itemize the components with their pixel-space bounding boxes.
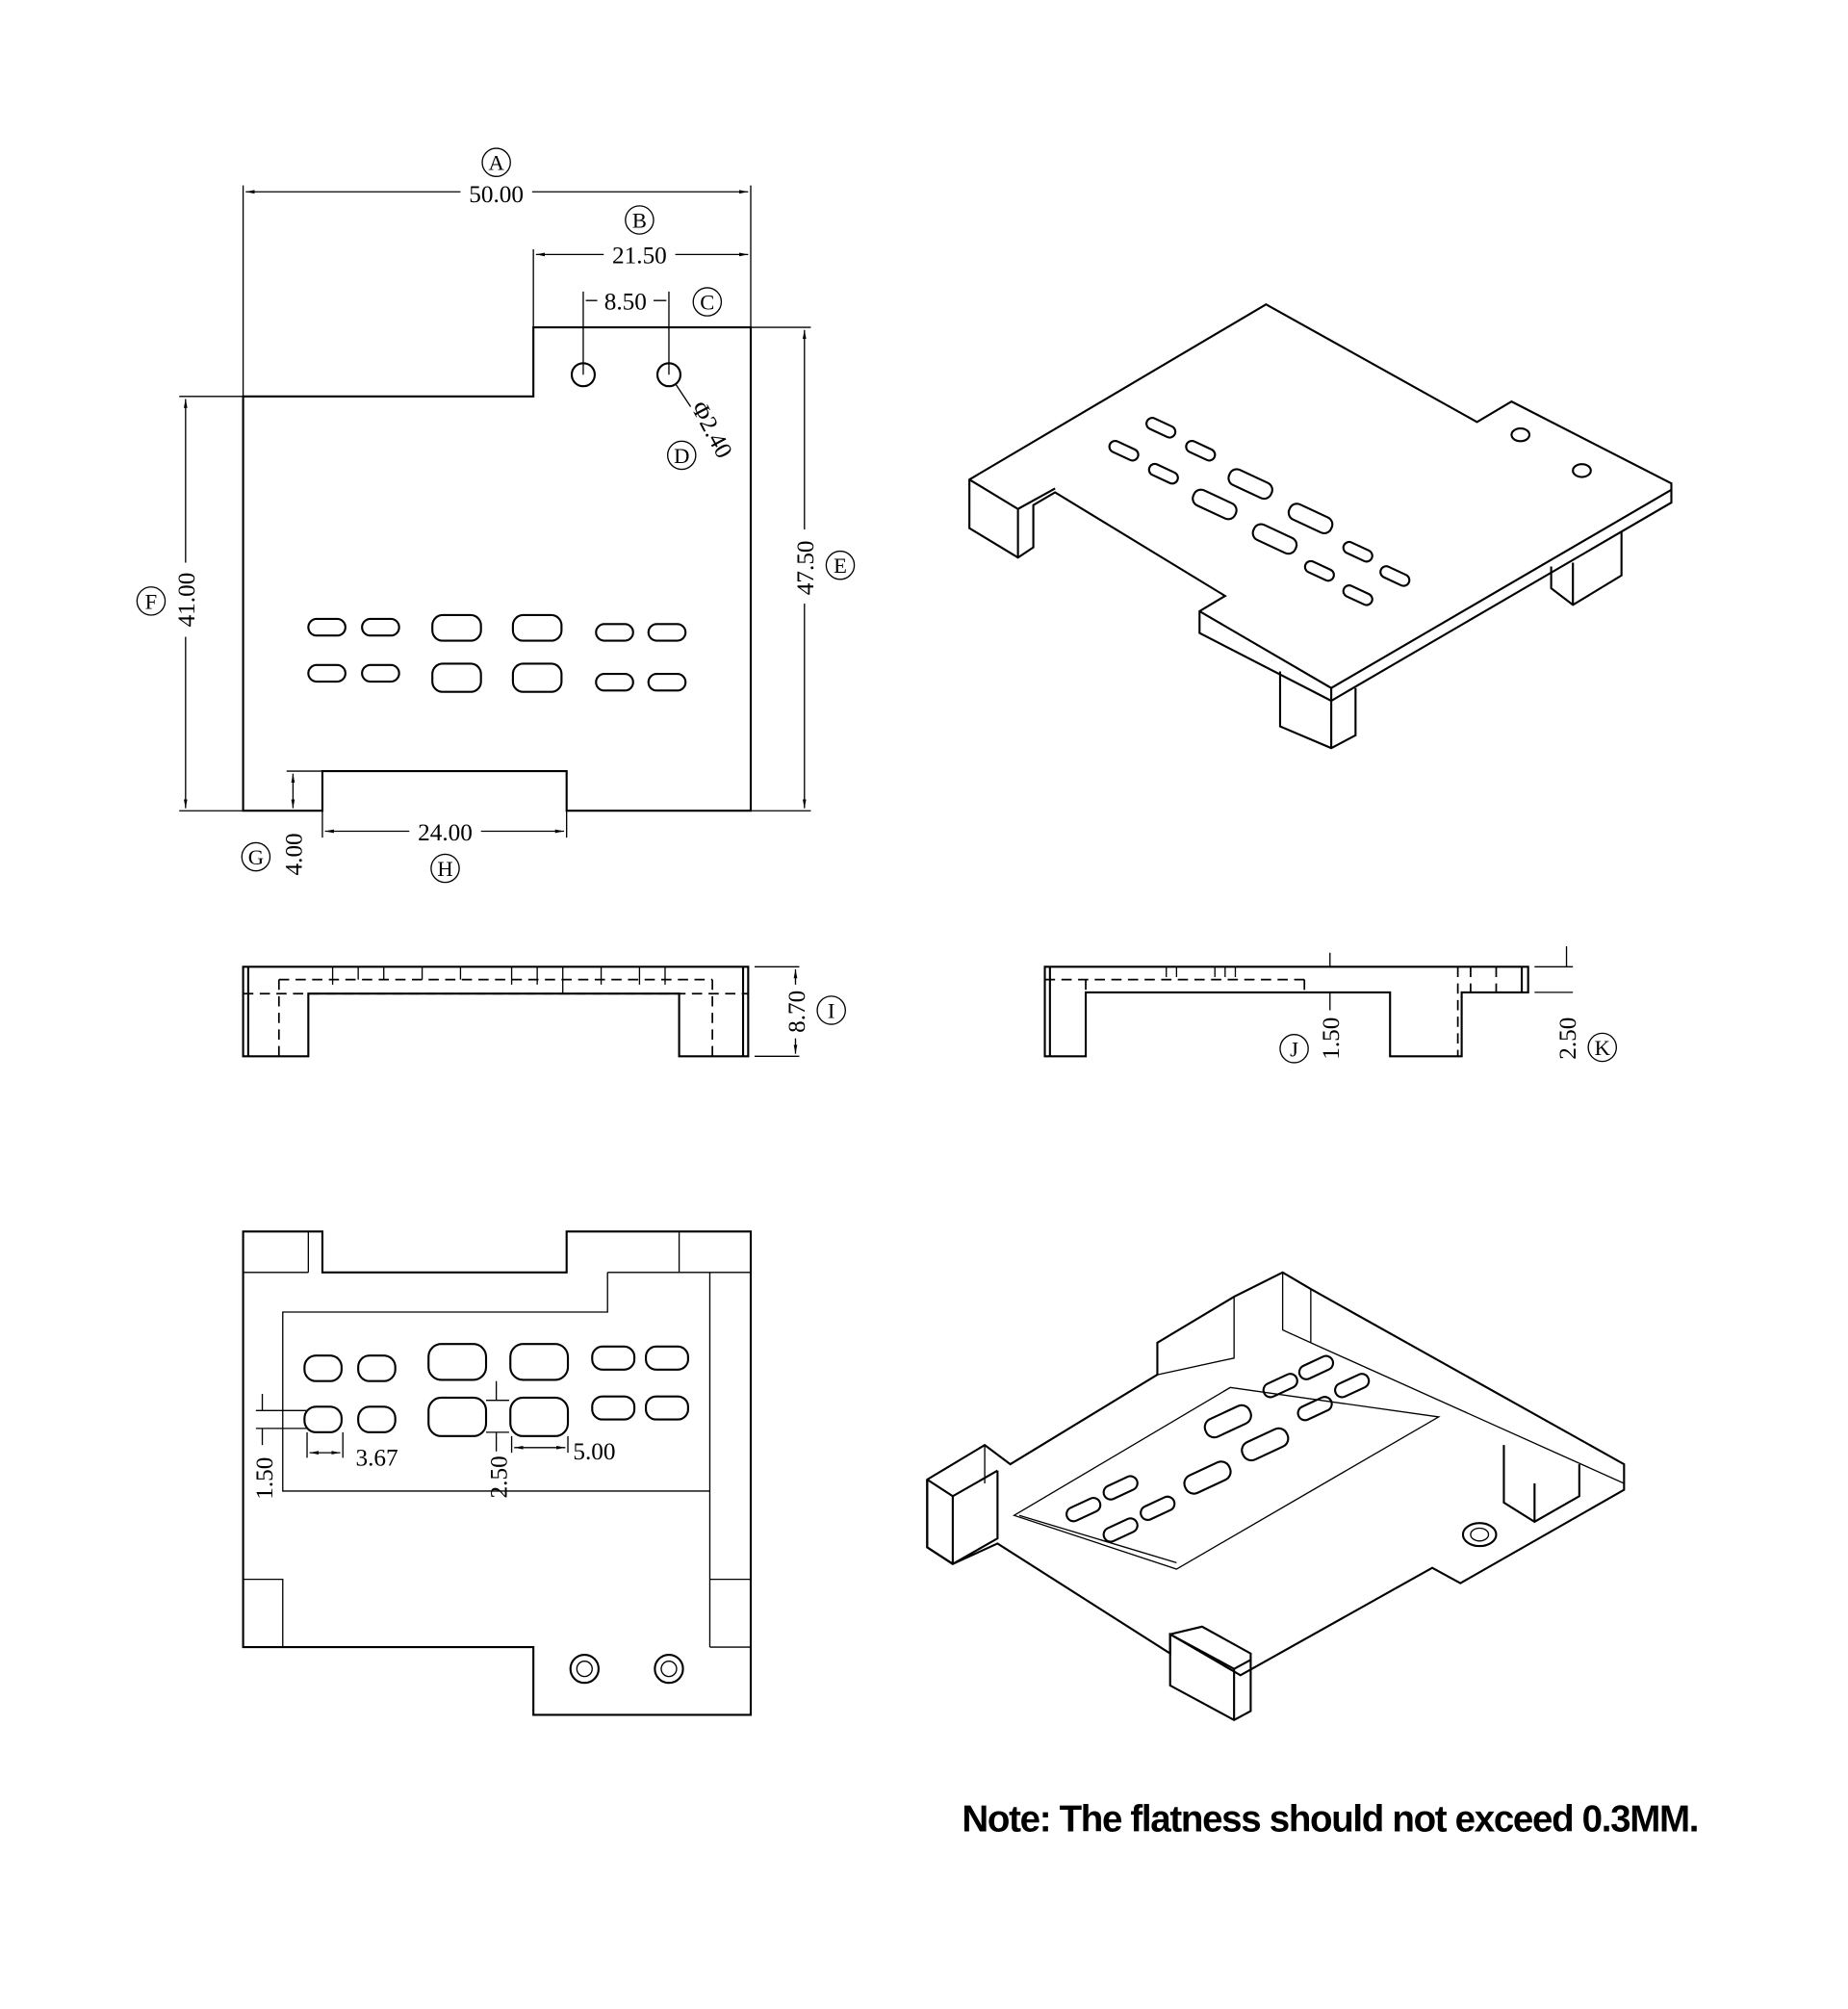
top-view: 50.00 21.50 8.50 Φ2.40 47.50 41.00 4.00 … xyxy=(172,178,819,875)
dim-H: 24.00 xyxy=(418,820,473,846)
callout-C: C xyxy=(700,290,714,314)
dim-K: 2.50 xyxy=(1555,1017,1581,1060)
slots xyxy=(307,613,687,693)
iso-slots xyxy=(1108,417,1411,606)
dim-slot-gap: 1.50 xyxy=(252,1457,278,1500)
callout-H: H xyxy=(437,857,452,881)
bottom-view: 3.67 5.00 1.50 2.50 xyxy=(242,1230,753,1716)
callouts: A B C D E F G H I J K xyxy=(136,147,1618,1064)
dim-D: Φ2.40 xyxy=(685,398,736,463)
isometric-top-view xyxy=(968,302,1673,750)
dim-I: 8.70 xyxy=(784,991,810,1033)
callout-D: D xyxy=(674,444,689,468)
dim-F: 41.00 xyxy=(174,573,200,628)
bottom-slots xyxy=(303,1343,689,1437)
dim-E: 47.50 xyxy=(793,540,819,595)
dim-B: 21.50 xyxy=(612,244,667,270)
front-view: 8.70 xyxy=(242,966,810,1058)
dim-C: 8.50 xyxy=(604,289,647,315)
isometric-bottom-view xyxy=(926,1271,1626,1721)
dim-big-slot-width: 5.00 xyxy=(573,1439,615,1465)
right-side-view: 1.50 2.50 xyxy=(1043,946,1581,1060)
dim-big-slot-gap: 2.50 xyxy=(486,1455,512,1498)
dim-slot-width: 3.67 xyxy=(356,1445,398,1471)
callout-A: A xyxy=(488,151,504,175)
callout-G: G xyxy=(248,845,264,869)
dim-G: 4.00 xyxy=(282,833,308,875)
callout-J: J xyxy=(1290,1037,1298,1061)
callout-F: F xyxy=(145,589,158,613)
iso-bottom-slots xyxy=(1065,1354,1371,1543)
callout-E: E xyxy=(834,554,847,578)
dim-A: 50.00 xyxy=(469,182,524,208)
dim-J: 1.50 xyxy=(1319,1017,1345,1060)
flatness-note: Note: The flatness should not exceed 0.3… xyxy=(962,1798,1698,1840)
callout-B: B xyxy=(632,208,647,232)
callout-K: K xyxy=(1595,1036,1611,1060)
callout-I: I xyxy=(828,998,835,1022)
